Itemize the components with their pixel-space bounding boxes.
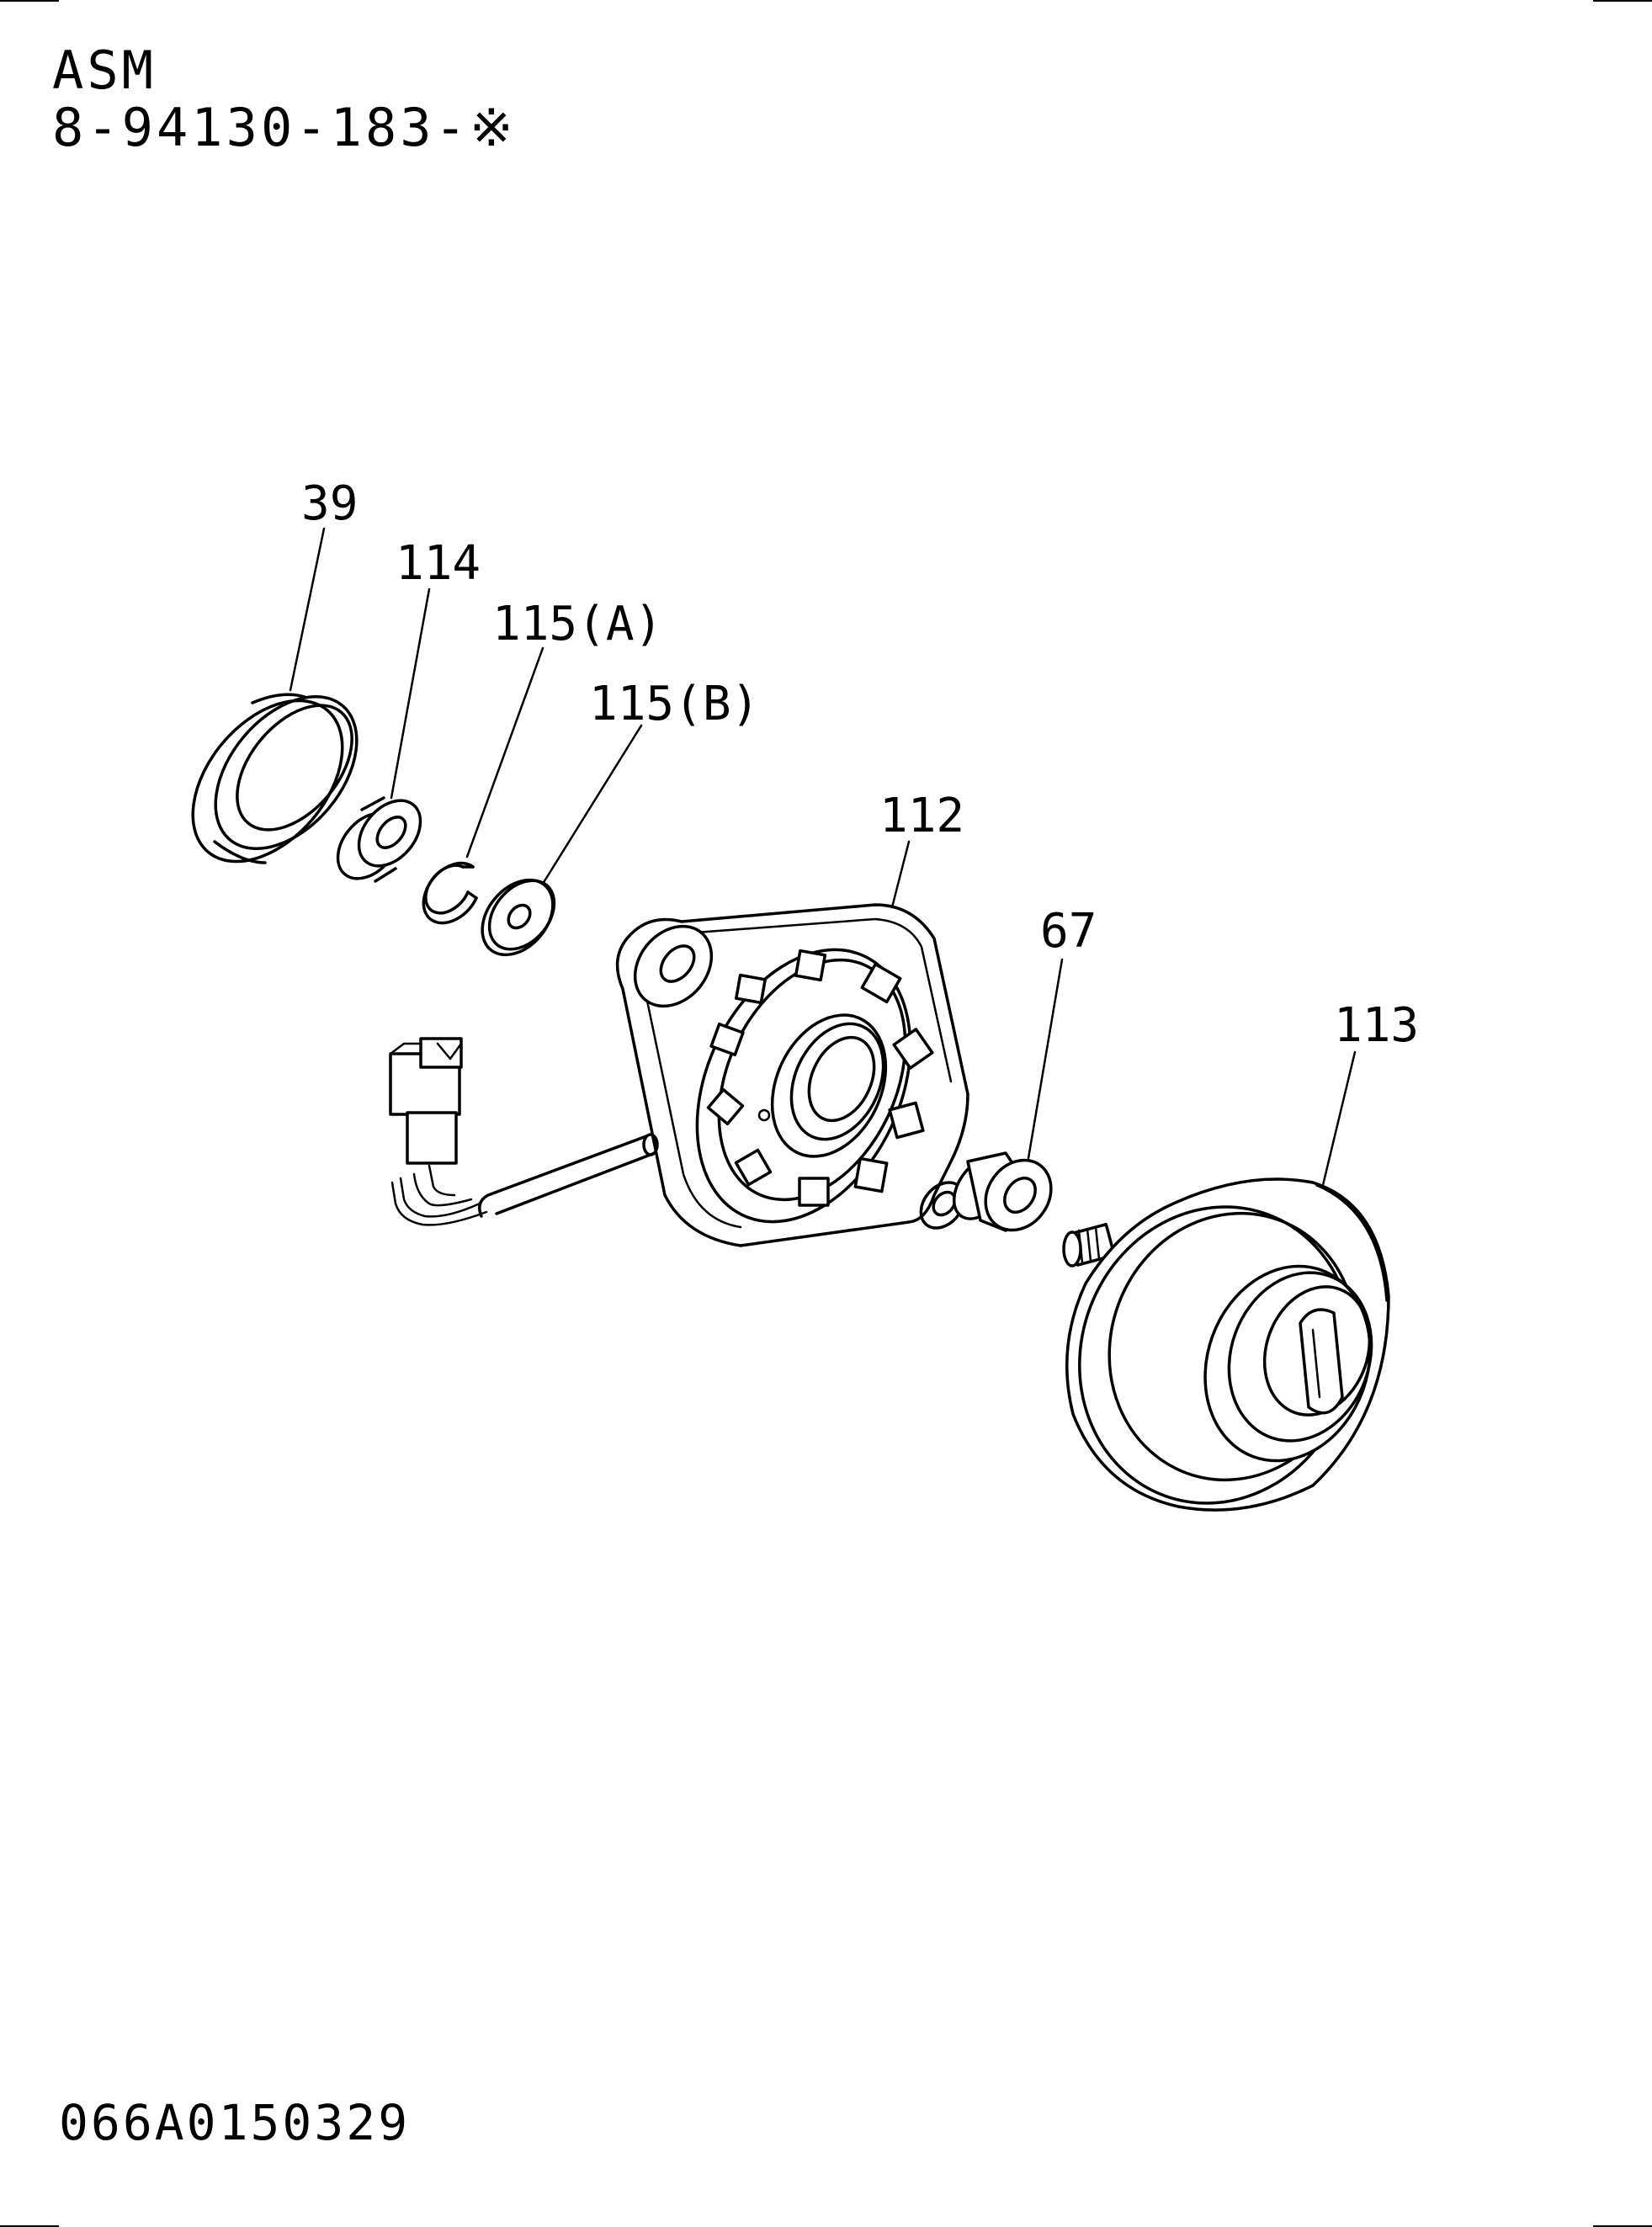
assembly-part-number: 8-94130-183-※ (52, 97, 517, 158)
part-39-seal-ring[interactable] (163, 670, 385, 890)
crop-mark-bottom-right (1593, 2225, 1652, 2227)
callout-114: 114 (396, 536, 481, 591)
callout-leaders (289, 527, 1357, 1187)
part-67-spacer-collar[interactable] (943, 1147, 1065, 1242)
callout-115a: 115(A) (492, 597, 662, 651)
callout-113: 113 (1334, 998, 1419, 1053)
callout-67: 67 (1040, 904, 1097, 959)
crop-mark-top-right (1593, 0, 1652, 2)
callout-115b: 115(B) (589, 677, 759, 731)
part-114-bushing[interactable] (326, 789, 433, 890)
assembly-label: ASM (52, 40, 157, 101)
crop-mark-top-left (0, 0, 59, 2)
part-113-rotor[interactable] (1038, 1168, 1397, 1542)
callout-39: 39 (301, 476, 358, 531)
assembly-header: ASM 8-94130-183-※ (52, 42, 517, 157)
part-112-stator-bracket[interactable] (615, 903, 974, 1257)
drawing-code: 066A0150329 (59, 2094, 411, 2151)
part-115a-snap-ring[interactable] (422, 861, 478, 925)
crop-mark-bottom-left (0, 2225, 59, 2227)
callout-112: 112 (879, 789, 964, 843)
part-115b-washer[interactable] (468, 866, 567, 969)
wire-harness-connector (389, 1037, 659, 1226)
